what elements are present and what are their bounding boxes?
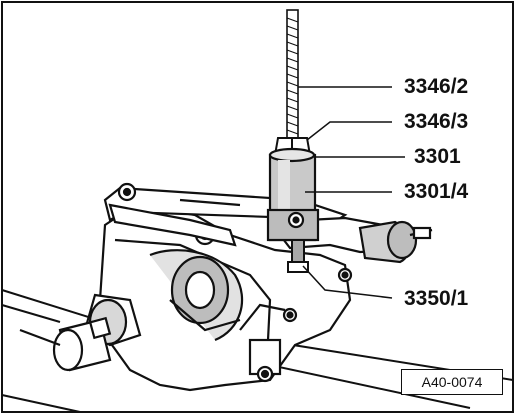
gearbox-housing xyxy=(98,203,353,392)
threaded-rod xyxy=(286,9,299,139)
output-shaft xyxy=(19,293,142,372)
label-sleeve: 3301 xyxy=(414,145,461,168)
pressure-sleeve xyxy=(266,147,320,242)
label-cup: 3301/4 xyxy=(404,180,469,203)
figure-reference: A40-0074 xyxy=(401,369,503,395)
leader-lines xyxy=(298,86,405,299)
puller-bolt xyxy=(287,239,309,273)
label-rod: 3346/2 xyxy=(404,75,469,98)
leader-nut xyxy=(306,121,392,141)
label-bolt: 3350/1 xyxy=(404,287,469,310)
label-nut: 3346/3 xyxy=(404,110,469,133)
figure-frame xyxy=(1,1,514,413)
leader-bolt xyxy=(302,265,393,299)
